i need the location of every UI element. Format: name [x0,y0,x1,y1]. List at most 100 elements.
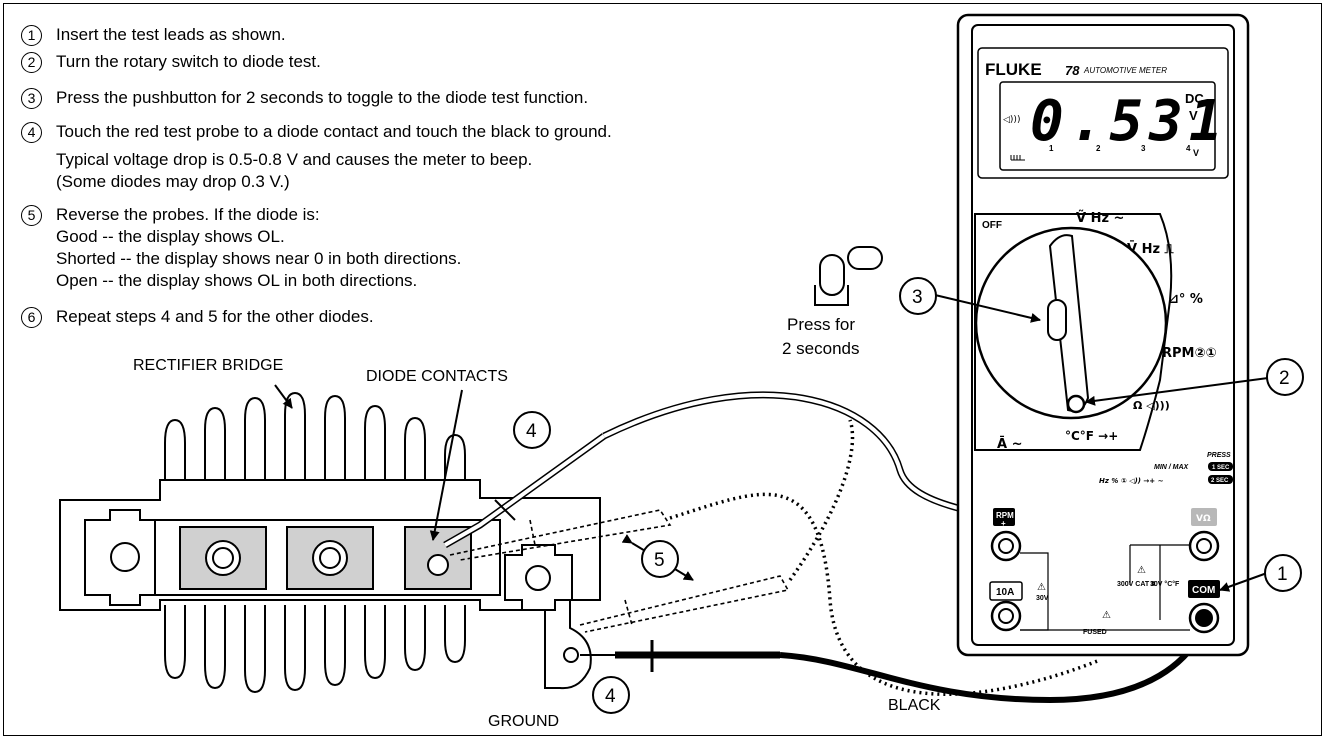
press-label-line1: Press for [787,315,855,334]
fused-label: FUSED [1083,629,1107,636]
callout-4a-number: 4 [526,421,537,442]
lcd-unit-v: V [1189,108,1198,123]
diode-contact-2 [286,526,374,590]
callout-3 [899,277,937,315]
rectifier-arrow [274,384,293,409]
meter-brand: FLUKE [985,60,1042,79]
dial-indicator-dot [1066,394,1086,414]
diode-contacts-arrow [429,389,463,541]
scale-1: 1 [1049,144,1054,153]
amp-rating: 30V [1036,595,1049,602]
vohm-jack-label: VΩ [1196,514,1211,524]
right-bolt [525,565,551,591]
callout-2 [1266,358,1304,396]
rectifier-bridge-label: RECTIFIER BRIDGE [133,357,283,374]
temp-rating: 30V °C°F [1150,580,1180,588]
scale-2: 2 [1096,144,1101,153]
step-text: Press the pushbutton for 2 seconds to to… [56,88,589,107]
dial-ohms: Ω ◁))) [1133,399,1170,412]
cat-rating: 300V CAT II [1117,581,1155,588]
one-sec-label: 1 SEC [1212,465,1230,471]
step-text: Insert the test leads as shown. [56,25,286,44]
com-jack-label: COM [1192,585,1215,596]
warning-icon: ⚠ [1037,582,1046,593]
callout-2-number: 2 [1279,368,1290,389]
press-label: PRESS [1207,452,1231,459]
step-4-note: Typical voltage drop is 0.5-0.8 V and ca… [56,150,533,169]
dial-dc-volts: V̄ Hz ⎍ [1127,241,1175,257]
lcd-reading: 0.531 [1030,89,1229,154]
minmax-label: MIN / MAX [1154,464,1190,471]
ground-label: GROUND [488,713,559,730]
callout-4-probe [513,411,551,449]
reversed-probes [449,509,790,633]
amp-jack-label: 10A [996,587,1014,598]
scale-v: V [1193,148,1199,158]
step-4-note: (Some diodes may drop 0.3 V.) [56,172,290,191]
upper-fins [164,391,466,495]
amp-jack-hole [998,608,1014,624]
callout-4-ground [592,676,630,714]
lcd-display [999,81,1216,171]
dial-rpm: RPM②① [1162,346,1217,361]
one-sec-badge [1208,462,1233,471]
meter-model: 78 [1065,63,1080,78]
vohm-jack-hole [1196,538,1212,554]
rpm-jack-badge [993,508,1015,526]
input-warning-icon: ⚠ [1137,565,1146,576]
step-5-note: Open -- the display shows OL in both dir… [56,271,418,290]
dial-dwell: ⊿° % [1168,292,1203,307]
step-5-note: Good -- the display shows OL. [56,227,285,246]
dotted-lead [669,492,1101,696]
scale-3: 3 [1141,144,1146,153]
ground-terminal [563,647,579,663]
modes-label: Hz % ① ◁)) →+ ~ [1099,477,1164,485]
dial-amps: Ā ~ [997,437,1022,452]
dial-off: OFF [982,220,1002,231]
left-bolt [110,542,140,572]
scale-4: 4 [1186,144,1191,153]
beeper-icon: ◁))) [1003,115,1020,125]
vohm-jack-badge [1191,508,1217,526]
step-number: 3 [21,88,42,109]
step-number: 6 [21,307,42,328]
multimeter: FLUKE 78 AUTOMOTIVE METER ◁))) 0.531 DC … [956,13,1250,657]
black-lead-label: BLACK [888,697,941,714]
dial-ac-volts: Ṽ Hz ~ [1076,210,1124,226]
meter-subtitle: AUTOMOTIVE METER [1083,66,1167,75]
callout-1 [1264,554,1302,592]
step-text: Touch the red test probe to a diode cont… [56,122,612,141]
pushbutton[interactable] [1047,299,1067,341]
callouts [513,277,1304,714]
callout-5 [641,540,679,578]
step-text: Repeat steps 4 and 5 for the other diode… [56,307,374,326]
black-test-probe [580,623,1208,704]
bargraph-icon [1010,155,1025,161]
two-sec-badge [1208,475,1233,484]
step-text: Turn the rotary switch to diode test. [56,52,321,71]
callout-1-number: 1 [1277,564,1288,585]
callout-3-number: 3 [912,287,923,308]
step-number: 2 [21,52,42,73]
amp-jack-badge [989,581,1023,601]
press-label-line2: 2 seconds [782,339,860,358]
lower-fins [164,605,466,694]
lcd-unit-dc: DC [1185,91,1204,106]
dial-temperature: °C°F →+ [1065,429,1118,443]
input-circuit-line [1129,544,1190,620]
callout-4b-number: 4 [605,686,616,707]
step-number: 4 [21,122,42,143]
callout-5-number: 5 [654,550,665,571]
diode-contact-1-center [212,547,234,569]
step-number: 1 [21,25,42,46]
two-sec-label: 2 SEC [1211,478,1229,484]
diode-contacts-label: DIODE CONTACTS [366,368,508,385]
diode-contact-3-center [427,554,449,576]
step-text: Reverse the probes. If the diode is: [56,205,320,224]
step-5-note: Shorted -- the display shows near 0 in b… [56,249,462,268]
com-jack-plug [1195,609,1213,627]
diode-contact-2-center [319,547,341,569]
com-jack-badge [1188,580,1220,598]
rpm-jack-hole [998,538,1014,554]
